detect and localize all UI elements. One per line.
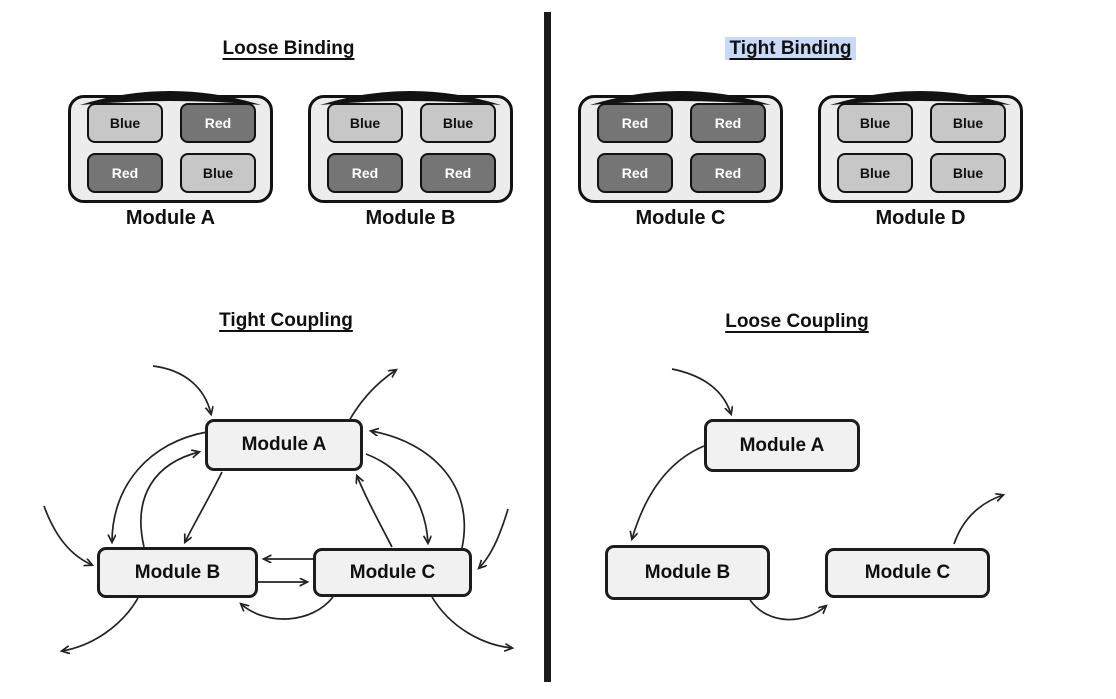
loose-coupling-module-b: Module B xyxy=(605,545,770,600)
loose-binding-title: Loose Binding xyxy=(222,38,355,59)
arrow-c-to-a-outer xyxy=(371,431,466,549)
binding-block: Blue xyxy=(930,103,1006,143)
binding-module-a: Blue Red Red Blue xyxy=(68,91,273,203)
tight-coupling-arrows xyxy=(43,365,546,699)
loose-coupling-title: Loose Coupling xyxy=(725,311,869,332)
tight-binding-title: Tight Binding xyxy=(568,37,1013,60)
module-a-label: Module A xyxy=(125,207,216,229)
loose-coupling-arrows xyxy=(556,368,1116,621)
tight-coupling-module-a: Module A xyxy=(205,419,363,471)
binding-block: Blue xyxy=(180,153,256,193)
loose-coupling-module-c: Module C xyxy=(825,548,990,598)
binding-module-c: Red Red Red Red xyxy=(578,91,783,203)
module-cap xyxy=(590,91,771,105)
module-b-label: Module B xyxy=(365,207,456,229)
arrow-external-to-a xyxy=(671,368,731,414)
tight-coupling-module-b: Module B xyxy=(97,547,258,598)
arrow-a-to-c xyxy=(365,453,428,543)
vertical-divider xyxy=(544,12,551,682)
binding-block: Blue xyxy=(837,103,913,143)
arrow-a-to-b-inner xyxy=(185,471,223,542)
binding-module-d: Blue Blue Blue Blue xyxy=(818,91,1023,203)
module-cap xyxy=(320,91,501,105)
arrow-c-to-external xyxy=(953,495,1003,545)
arrow-b-to-external xyxy=(62,597,139,651)
arrow-c-to-external xyxy=(431,596,512,648)
module-d-label: Module D xyxy=(875,207,966,229)
binding-block: Red xyxy=(690,153,766,193)
binding-block: Red xyxy=(420,153,496,193)
binding-block: Red xyxy=(180,103,256,143)
binding-block: Red xyxy=(597,103,673,143)
arrow-external-to-a xyxy=(152,365,211,414)
module-cap xyxy=(80,91,261,105)
binding-block: Red xyxy=(327,153,403,193)
arrow-c-to-b-arc xyxy=(241,596,334,620)
binding-block: Red xyxy=(597,153,673,193)
arrow-b-to-c xyxy=(749,599,826,621)
module-c-label: Module C xyxy=(635,207,726,229)
arrow-c-to-a-inner xyxy=(357,476,393,548)
tight-coupling-module-c: Module C xyxy=(313,548,472,597)
arrow-external-to-b xyxy=(43,505,92,565)
binding-block: Blue xyxy=(420,103,496,143)
arrow-a-to-b xyxy=(632,445,705,539)
loose-coupling-module-a: Module A xyxy=(704,419,860,472)
binding-block: Blue xyxy=(327,103,403,143)
arrow-b-to-a xyxy=(140,452,199,548)
binding-block: Blue xyxy=(87,103,163,143)
arrow-a-to-external xyxy=(348,370,396,422)
module-cap xyxy=(830,91,1011,105)
arrow-external-to-c xyxy=(479,508,509,568)
tight-coupling-title: Tight Coupling xyxy=(219,310,353,331)
arrow-a-to-b-outer xyxy=(112,431,208,542)
binding-module-b: Blue Blue Red Red xyxy=(308,91,513,203)
binding-block: Blue xyxy=(930,153,1006,193)
binding-block: Red xyxy=(87,153,163,193)
binding-block: Red xyxy=(690,103,766,143)
binding-block: Blue xyxy=(837,153,913,193)
